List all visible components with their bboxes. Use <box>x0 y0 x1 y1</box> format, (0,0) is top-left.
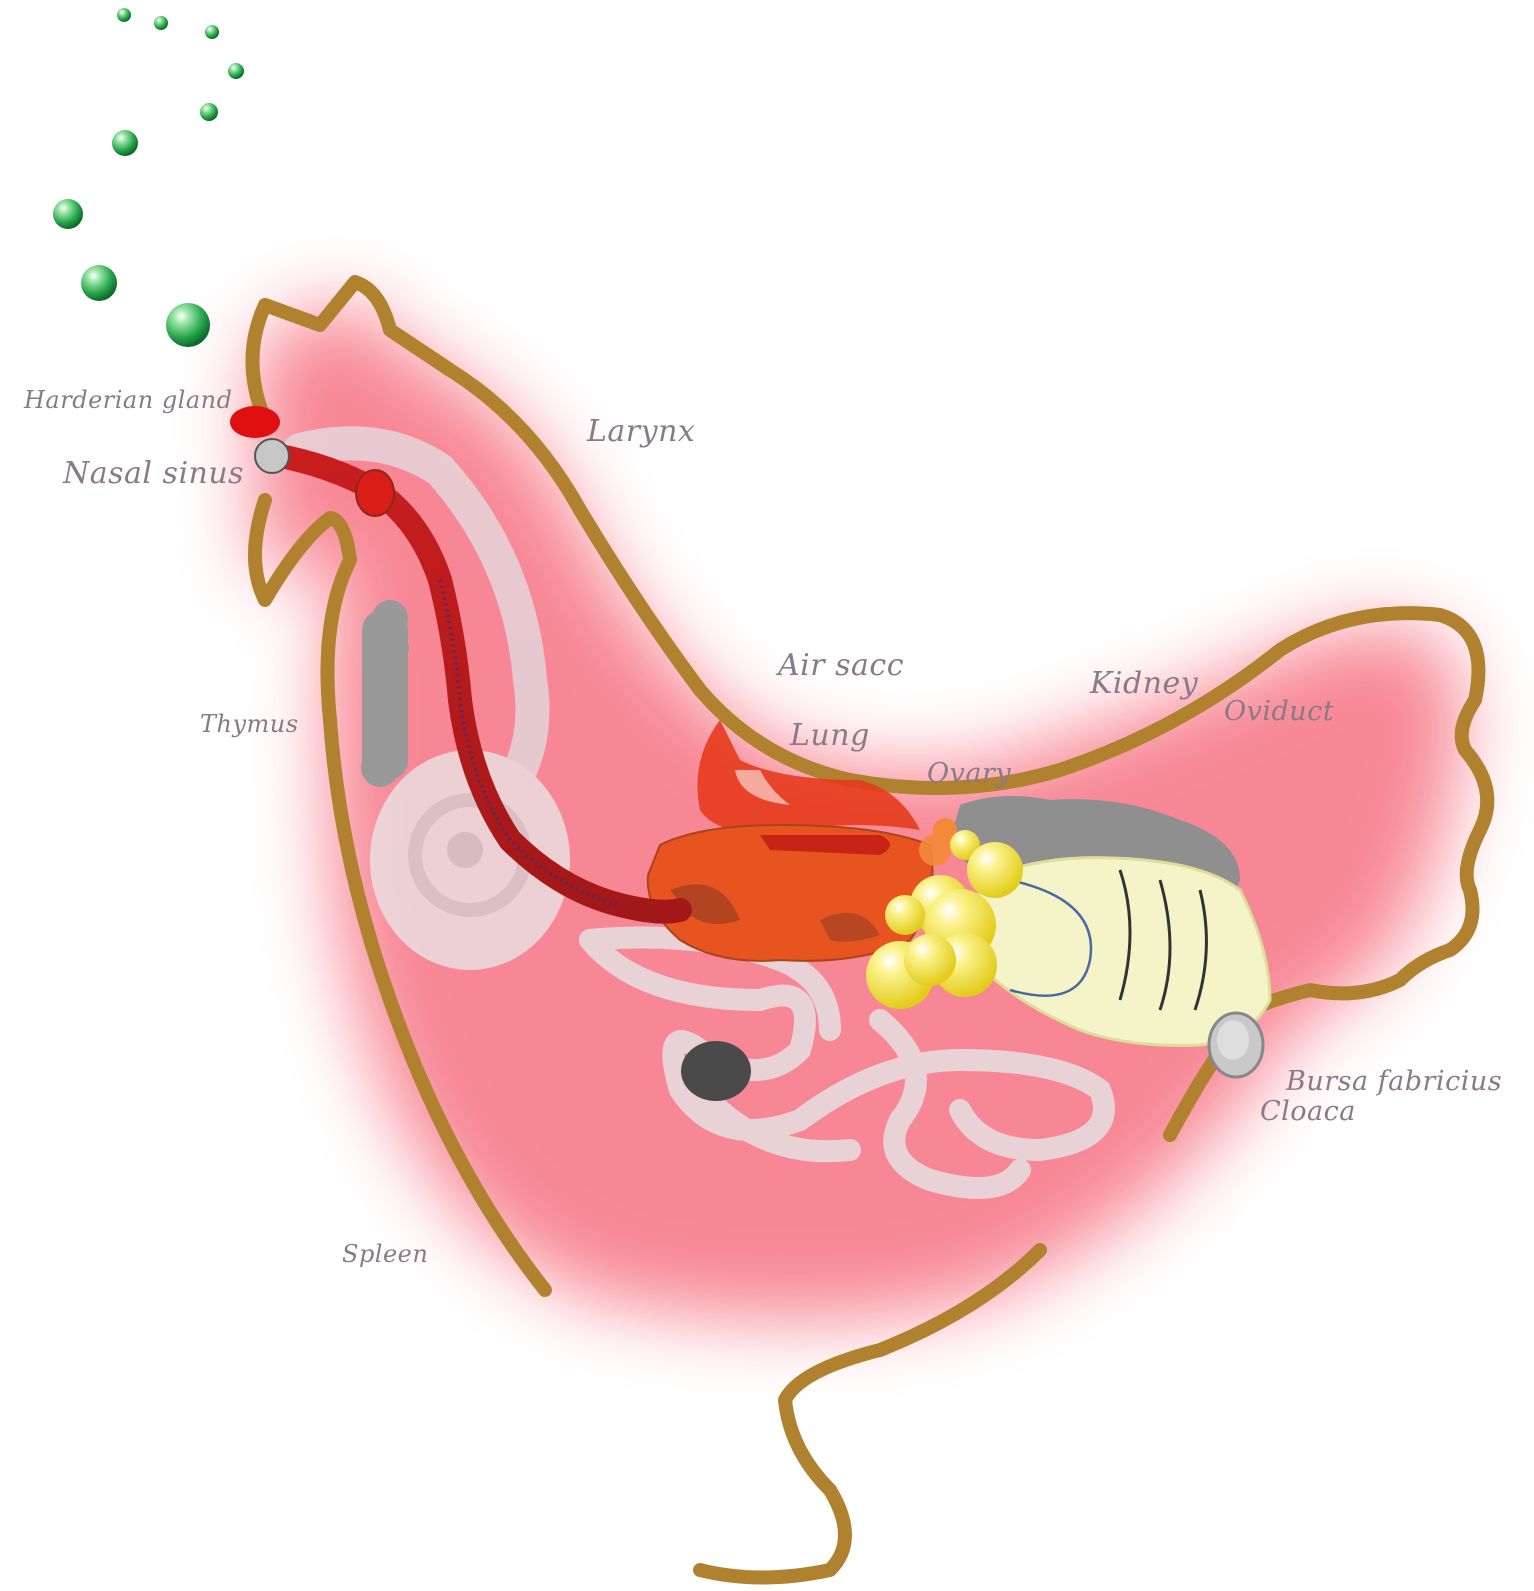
harderian-gland <box>230 406 280 438</box>
label-thymus: Thymus <box>200 710 299 738</box>
bubbles <box>53 8 244 347</box>
label-ovary: Ovary <box>927 758 1011 789</box>
label-oviduct: Oviduct <box>1224 696 1334 727</box>
label-lung: Lung <box>790 718 870 753</box>
spleen <box>681 1041 751 1101</box>
label-spleen: Spleen <box>342 1240 428 1268</box>
label-nasal-sinus: Nasal sinus <box>63 456 244 491</box>
label-kidney: Kidney <box>1090 666 1198 701</box>
lung <box>648 825 933 961</box>
bursa-fabricius <box>1209 1013 1263 1077</box>
thymus <box>361 600 409 787</box>
label-larynx: Larynx <box>587 414 695 449</box>
label-harderian-gland: Harderian gland <box>24 386 233 414</box>
label-air-sacs: Air sacc <box>778 648 904 683</box>
nasal-sinus <box>255 439 289 473</box>
label-bursa-fabricius: Bursa fabricius <box>1286 1066 1502 1097</box>
larynx <box>356 470 394 516</box>
label-cloaca: Cloaca <box>1260 1096 1356 1127</box>
